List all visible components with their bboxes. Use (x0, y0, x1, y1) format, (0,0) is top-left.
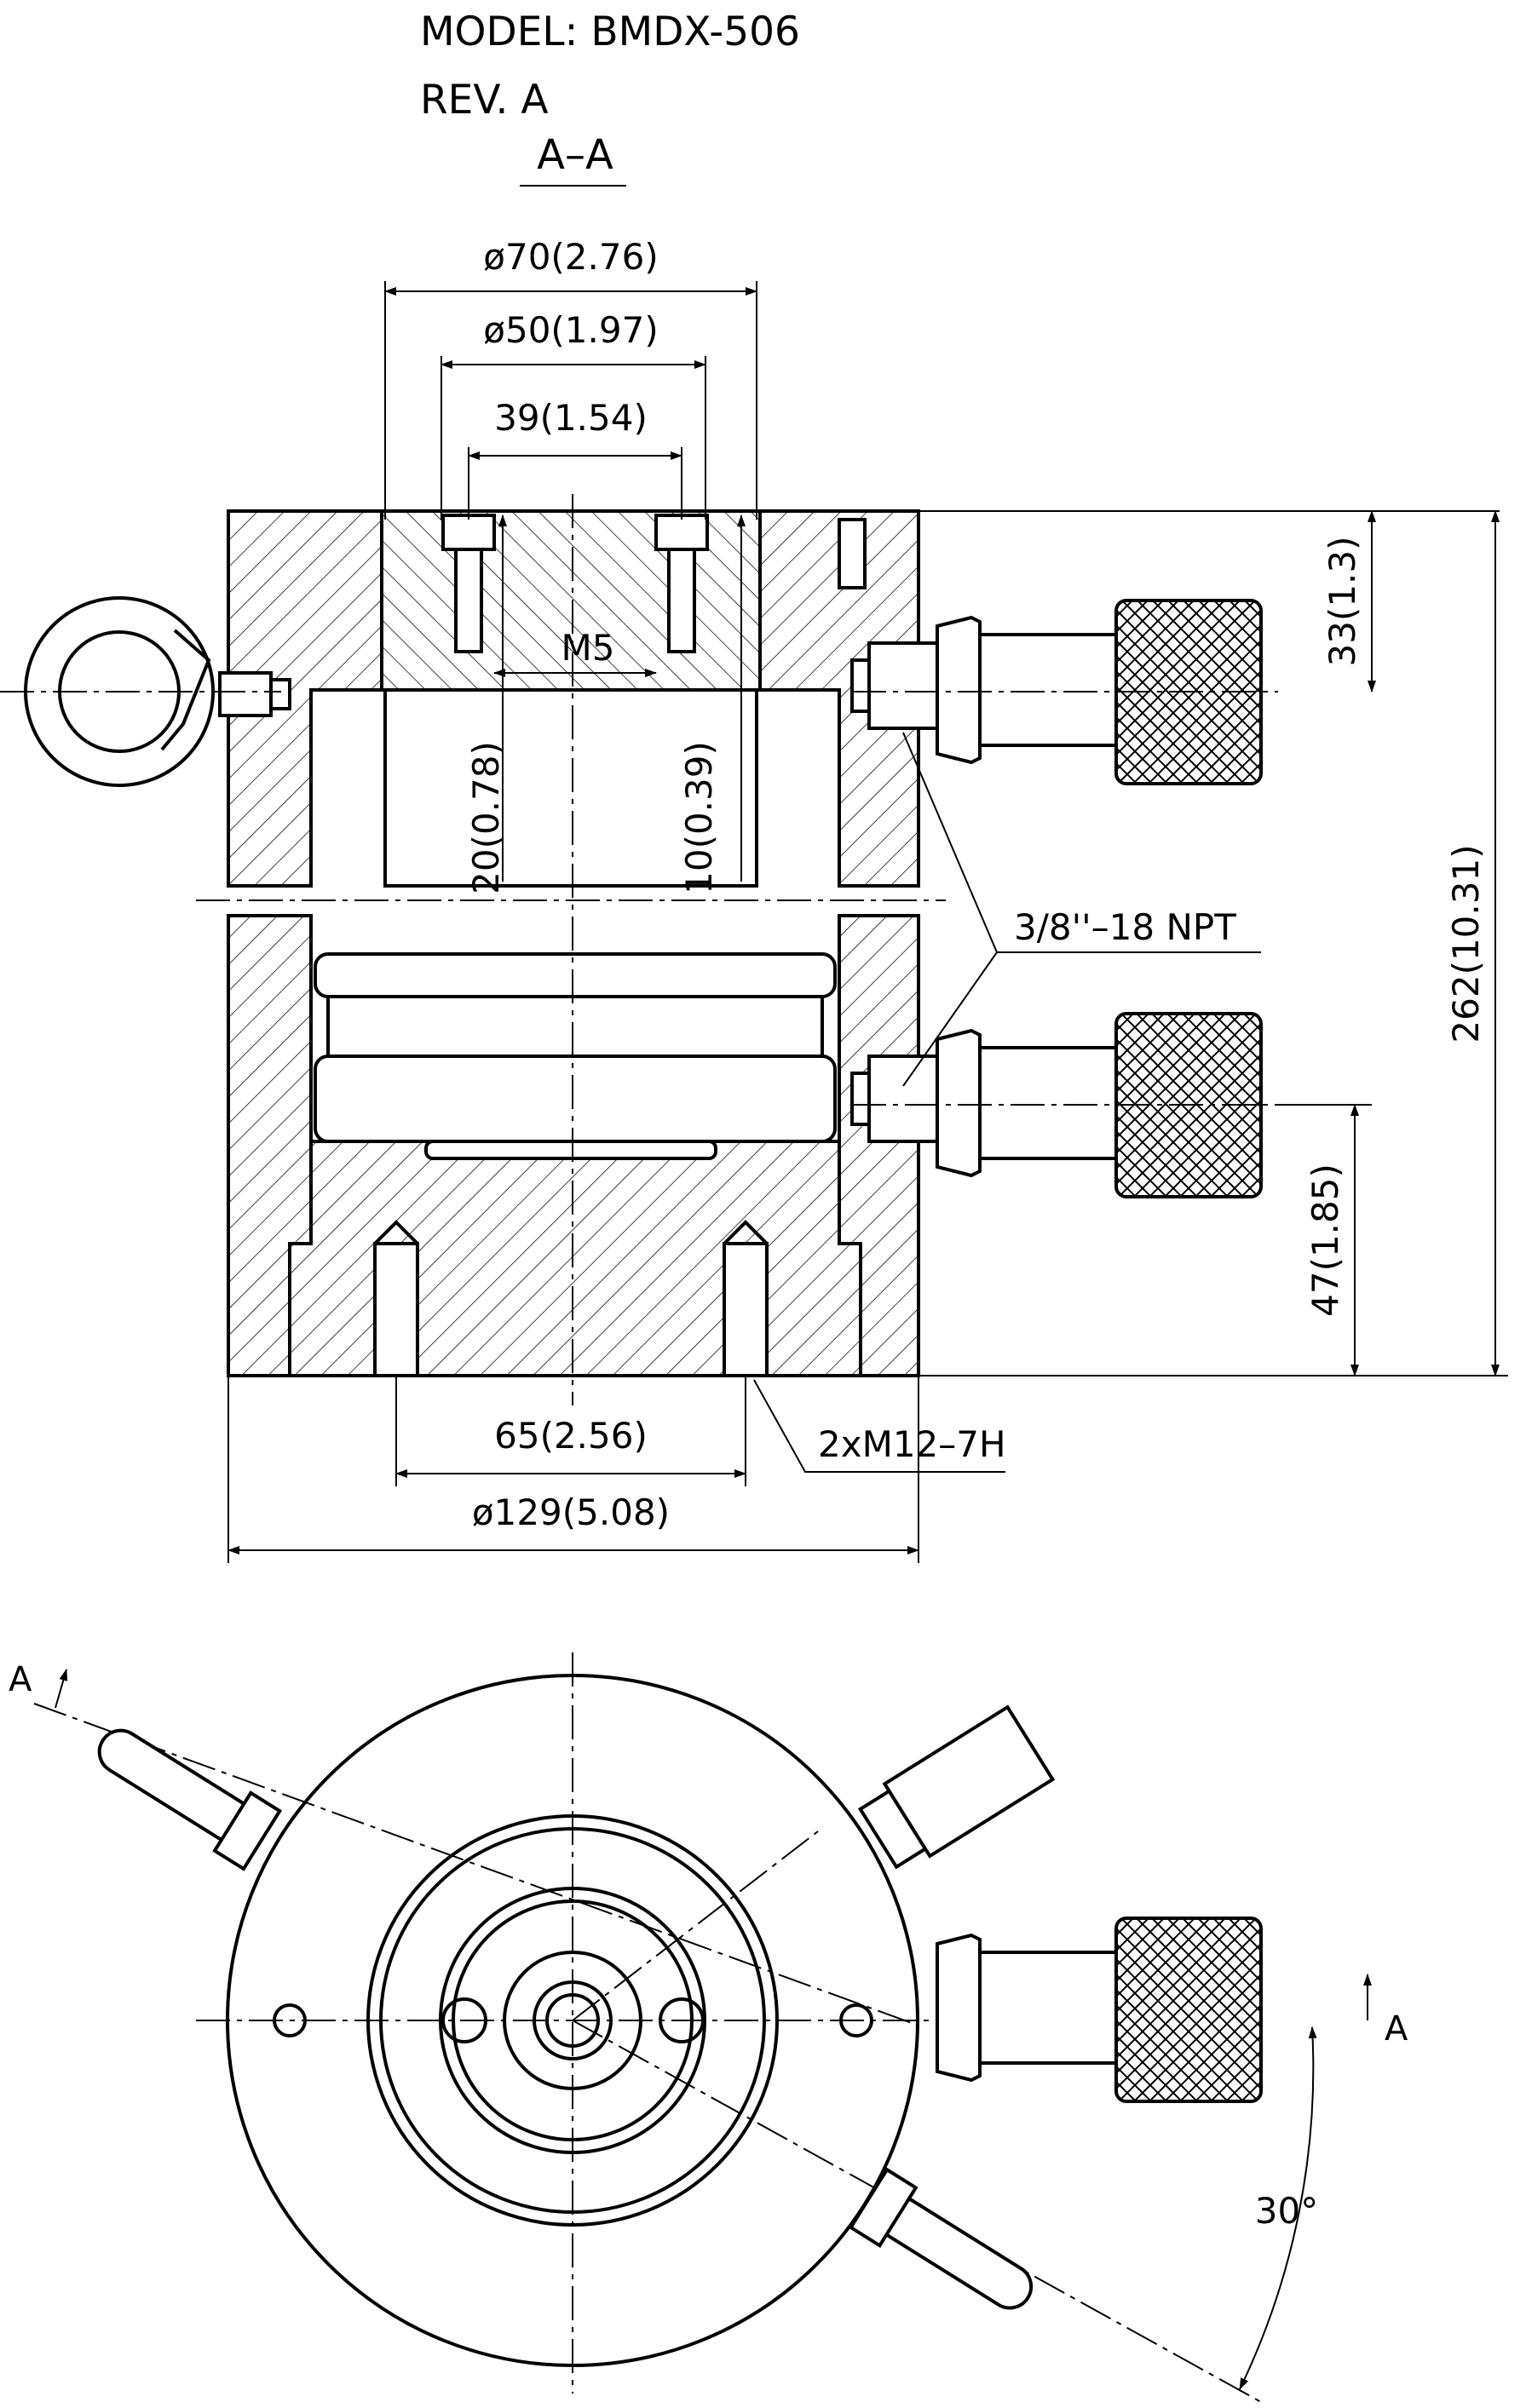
dim-thread-depth-1: 20(0.78) (465, 741, 507, 894)
top-bolt-left-head (441, 514, 496, 551)
piston-ring-top (314, 952, 837, 998)
plan-section-line (33, 1703, 913, 2024)
dim-port-thread: 3/8''–18 NPT (1014, 906, 1236, 948)
dim-bolt-spacing-top: 39(1.54) (494, 397, 648, 439)
dim-overall-height: 262(10.31) (1445, 844, 1487, 1043)
dim-inner-diameter: ø50(1.97) (483, 309, 658, 351)
dim-bottom-to-port: 47(1.85) (1304, 1164, 1346, 1317)
dim-top-to-port: 33(1.3) (1322, 536, 1363, 666)
dim-base-thread: 2xM12–7H (818, 1423, 1006, 1465)
top-bolt-left-shank (454, 548, 483, 653)
top-bolt-right-shank (667, 548, 696, 653)
base-hole-left (373, 1242, 419, 1377)
plan-section-marker-left: A (9, 1660, 32, 1699)
base-hole-right (723, 1242, 769, 1377)
section-label: A–A (537, 131, 613, 179)
plan-angle-arc (1239, 2026, 1317, 2390)
top-port-plug (838, 518, 867, 589)
leader-base-thread (753, 1379, 1005, 1473)
upper-coupler (850, 599, 1278, 785)
dim-thread-depth-2: 10(0.39) (678, 741, 720, 894)
model-label: MODEL: BMDX-506 (420, 9, 800, 55)
piston-boss (424, 1140, 717, 1160)
revision-label: REV. A (420, 77, 549, 124)
cylinder-base (288, 1140, 862, 1377)
lower-coupler (850, 1012, 1278, 1198)
plan-view: A A 30° (9, 1652, 1408, 2403)
piston-ring-bottom (314, 1055, 837, 1143)
base-hole-right-tip (723, 1220, 769, 1245)
leader-npt-lower (902, 951, 998, 1087)
dim-thread-top: M5 (561, 627, 615, 669)
base-hole-left-tip (373, 1220, 419, 1245)
section-view: A–A (0, 131, 1508, 1563)
piston-body (326, 995, 824, 1058)
plan-coupler-upper-right (857, 1704, 1056, 1870)
plan-handle-upper-left (97, 1728, 283, 1871)
plan-section-arrow-left (55, 1669, 68, 1709)
plan-section-marker-right: A (1385, 2009, 1408, 2049)
dim-base-bolt-spacing: 65(2.56) (494, 1415, 648, 1457)
top-bolt-right-head (654, 514, 709, 551)
dim-outer-diameter: ø70(2.76) (483, 236, 658, 278)
eyebolt (0, 596, 291, 787)
plan-handle-lower-right (848, 2167, 1034, 2310)
plan-angle-label: 30° (1255, 2190, 1318, 2232)
plan-coupler-right (936, 1917, 1263, 2103)
rod-bore (383, 688, 758, 888)
dim-body-diameter: ø129(5.08) (472, 1491, 670, 1533)
plan-diag-line (572, 1830, 819, 2021)
